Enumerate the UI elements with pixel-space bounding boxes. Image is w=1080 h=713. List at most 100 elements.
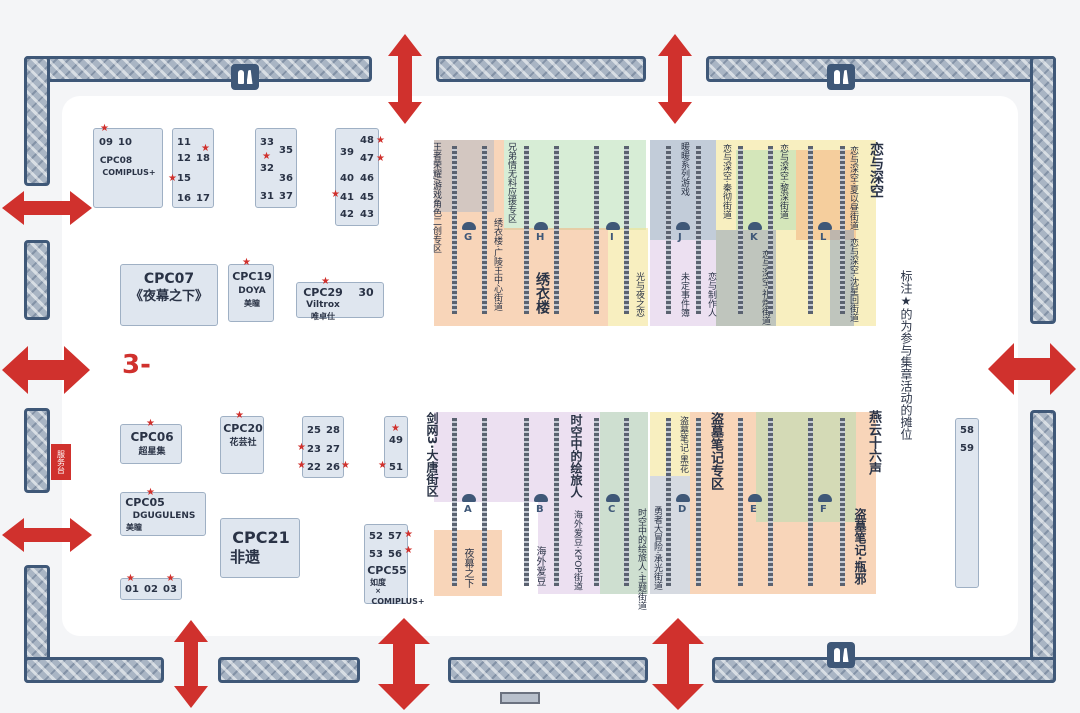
- booth-code: CPC20: [223, 422, 263, 435]
- booth-code: CPC21: [232, 528, 290, 547]
- booth-cpc55[interactable]: 52 57 53 56 CPC55 如度 ×: [364, 524, 408, 604]
- booth-number: 43: [360, 209, 374, 220]
- wall-bottom-3: [448, 657, 648, 683]
- star-icon: ★: [166, 573, 175, 584]
- star-icon: ★: [376, 135, 385, 146]
- star-icon: ★: [391, 423, 400, 434]
- double-arrow-icon: [388, 34, 422, 124]
- booth-cpc08[interactable]: 09 10 CPC08 COMIPLUS+: [93, 128, 163, 208]
- booth-number: 45: [360, 192, 374, 203]
- aisle-pole: [524, 146, 529, 314]
- star-icon: ★: [168, 173, 177, 184]
- booth-cpc29[interactable]: CPC29 Viltrox 唯卓仕 30: [296, 282, 384, 321]
- star-icon: ★: [201, 143, 210, 154]
- booth-sub: 美瞳: [126, 523, 142, 532]
- zone-sub: 未定事件簿: [679, 272, 689, 317]
- star-icon: ★: [146, 487, 155, 498]
- booth-x: ×: [375, 587, 381, 595]
- service-desk: 服务台: [51, 444, 71, 480]
- aisle-pole: [594, 418, 599, 586]
- aisle-pole: [840, 418, 845, 586]
- wall-right-upper: [1030, 56, 1056, 324]
- wall-right-lower: [1030, 410, 1056, 683]
- booth-number: 23: [307, 444, 321, 455]
- booth-number: 35: [279, 145, 293, 156]
- zone-title: 光与夜之恋: [634, 272, 644, 317]
- zone-bg: [736, 150, 796, 230]
- booth-number: 58: [960, 425, 974, 436]
- booth-cpc05[interactable]: CPC05 DGUGULENS 美瞳: [120, 492, 206, 536]
- booth-number: 11: [177, 137, 191, 148]
- double-arrow-icon: [2, 346, 90, 394]
- zone-big: 绣衣楼: [534, 272, 550, 314]
- zone-letter: G: [464, 232, 473, 243]
- star-icon: ★: [297, 442, 306, 453]
- booth-number: 51: [389, 462, 403, 473]
- booth-code: CPC19: [232, 270, 272, 283]
- zone-letter: D: [678, 504, 687, 515]
- zone-marker-icon: [462, 222, 476, 230]
- booth-name: DGUGULENS: [132, 511, 196, 521]
- zone-title: 海外爱豆·KPOP街道: [572, 510, 582, 591]
- booth-code: CPC08: [99, 156, 133, 166]
- zone-letter: K: [750, 232, 758, 243]
- booth-group-33[interactable]: 33 35 32 36 31 37: [255, 128, 297, 208]
- double-arrow-icon: [378, 618, 430, 710]
- zone-marker-icon: [534, 494, 548, 502]
- booth-number: 56: [388, 549, 402, 560]
- star-icon: ★: [235, 410, 244, 421]
- zone-bg: [434, 530, 502, 596]
- zone-marker-icon: [748, 494, 762, 502]
- zone-marker-icon: [606, 494, 620, 502]
- booth-group-25[interactable]: 25 28 23 27 22 26: [302, 416, 344, 478]
- booth-group-11[interactable]: 11 12 18 15 16 17: [172, 128, 214, 208]
- booth-number: 15: [177, 173, 191, 184]
- booth-cpc19[interactable]: CPC19 DOYA 美瞳: [228, 264, 274, 322]
- booth-name: 花芸社: [229, 438, 257, 448]
- wall-left-mid: [24, 240, 50, 320]
- booth-number: 25: [307, 425, 321, 436]
- exit-bar: [500, 692, 540, 704]
- booth-cpc20[interactable]: CPC20 花芸社: [220, 416, 264, 474]
- star-icon: ★: [321, 276, 330, 287]
- star-icon: ★: [378, 460, 387, 471]
- aisle-pole: [452, 418, 457, 586]
- booth-sub: 唯卓仕: [311, 312, 335, 321]
- booth-number: 52: [369, 531, 383, 542]
- zone-letter: A: [464, 504, 472, 515]
- booth-cpc21[interactable]: CPC21 非遗: [220, 518, 300, 578]
- booth-number: 10: [118, 137, 132, 148]
- zone-letter: C: [608, 504, 616, 515]
- zone-title: 燕云十六声: [866, 410, 881, 475]
- zone-letter: I: [610, 232, 614, 243]
- zone-title: 暖暖系列游戏: [679, 142, 689, 196]
- booth-group-39[interactable]: 48 39 47 40 46 41 45 42 43: [335, 128, 379, 226]
- booth-number: 33: [260, 137, 274, 148]
- star-icon: ★: [404, 529, 413, 540]
- star-icon: ★: [341, 460, 350, 471]
- booth-group-49[interactable]: 49 51: [384, 416, 408, 478]
- zone-letter: J: [678, 232, 682, 243]
- double-arrow-icon: [652, 618, 704, 710]
- zone-letter: F: [820, 504, 827, 515]
- booth-name: 如度: [370, 578, 386, 587]
- wall-bottom-1: [24, 657, 164, 683]
- booth-cpc06[interactable]: CPC06 超星集: [120, 424, 182, 464]
- booth-group-58[interactable]: 58 59: [955, 418, 979, 588]
- wall-top-right: [706, 56, 1056, 82]
- booth-code: CPC29: [303, 286, 343, 299]
- aisle-pole: [738, 146, 743, 314]
- booth-number: 36: [279, 173, 293, 184]
- booth-number: 12: [177, 153, 191, 164]
- zone-sub: 海外爱豆: [534, 546, 545, 586]
- booth-group-01[interactable]: 01 02 03: [120, 578, 182, 600]
- aisle-pole: [624, 146, 629, 314]
- booth-number: 18: [196, 153, 210, 164]
- wall-left-mid2: [24, 408, 50, 493]
- hall-label: 3-: [122, 350, 151, 380]
- booth-cpc07[interactable]: CPC07 《夜幕之下》: [120, 264, 218, 326]
- star-icon: ★: [126, 573, 135, 584]
- double-arrow-icon: [988, 343, 1076, 395]
- booth-number: 57: [388, 531, 402, 542]
- legend: 标注★的为参与集章活动的摊位: [899, 270, 913, 440]
